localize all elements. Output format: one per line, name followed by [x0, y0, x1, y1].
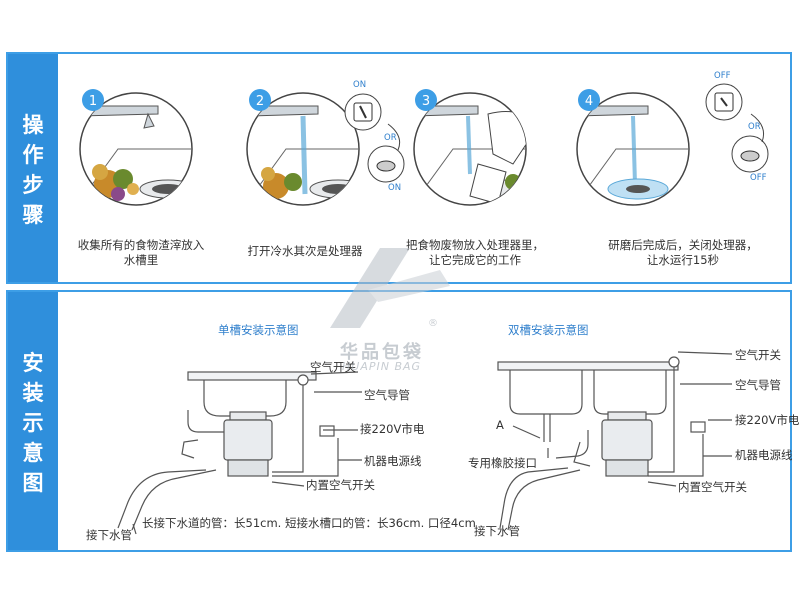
step-1-number: 1	[89, 94, 97, 109]
double-drain-label: 接下水管	[474, 524, 520, 538]
double-sink-diagram	[497, 351, 733, 531]
step-2-caption: 打开冷水其次是处理器	[247, 244, 363, 258]
single-drain-label: 接下水管	[86, 528, 132, 542]
operation-steps-panel: 操作步骤	[6, 52, 792, 284]
step-1-illustration	[79, 92, 193, 206]
step-4-off-bottom: OFF	[750, 173, 767, 183]
install-sidebar: 安装示意图	[8, 292, 58, 550]
install-heading: 安装示意图	[22, 351, 44, 495]
step-badges: 1 2 3 4	[82, 89, 600, 111]
single-air-tube-label: 空气导管	[364, 388, 410, 402]
step-2-or: OR	[384, 133, 397, 143]
installation-panel: 安装示意图	[6, 290, 799, 552]
step-2-on-bottom: ON	[388, 183, 401, 193]
single-air-switch-label: 空气开关	[310, 360, 356, 374]
single-power-label: 接220V市电	[360, 422, 425, 436]
step-2-illustration: ON OR ON	[246, 80, 405, 206]
step-2-on-top: ON	[353, 80, 366, 90]
step-4-number: 4	[585, 94, 593, 109]
double-builtin-switch-label: 内置空气开关	[678, 480, 747, 494]
step-4-off-top: OFF	[714, 71, 731, 81]
steps-heading: 操作步骤	[22, 113, 44, 227]
step-3-illustration	[413, 92, 527, 206]
double-rubber-label: 专用橡胶接口	[468, 456, 537, 470]
double-sink-title: 双槽安装示意图	[508, 323, 589, 337]
double-cord-label: 机器电源线	[735, 448, 793, 462]
single-cord-label: 机器电源线	[364, 454, 422, 468]
steps-illustrations: ON OR ON	[79, 71, 769, 206]
step-4-or: OR	[748, 122, 761, 132]
step-4-illustration: OFF OR OFF	[576, 71, 769, 206]
step-1-caption: 收集所有的食物渣滓放入水槽里	[77, 238, 205, 267]
single-sink-diagram	[117, 371, 362, 535]
step-2-number: 2	[256, 94, 264, 109]
step-4-caption: 研磨后完成后，关闭处理器，让水运行15秒	[608, 238, 758, 267]
double-power-label: 接220V市电	[735, 413, 800, 427]
step-3-caption: 把食物废物放入处理器里，让它完成它的工作	[406, 238, 544, 267]
double-air-tube-label: 空气导管	[735, 378, 781, 392]
step-3-number: 3	[422, 94, 430, 109]
pipe-note: 长接下水道的管：长51cm. 短接水槽口的管：长36cm. 口径4cm	[142, 516, 476, 530]
double-marker-a: A	[496, 418, 504, 432]
steps-sidebar: 操作步骤	[8, 54, 58, 282]
single-sink-title: 单槽安装示意图	[218, 323, 299, 337]
double-air-switch-label: 空气开关	[735, 348, 781, 362]
single-builtin-switch-label: 内置空气开关	[306, 478, 375, 492]
install-diagrams	[117, 351, 733, 535]
